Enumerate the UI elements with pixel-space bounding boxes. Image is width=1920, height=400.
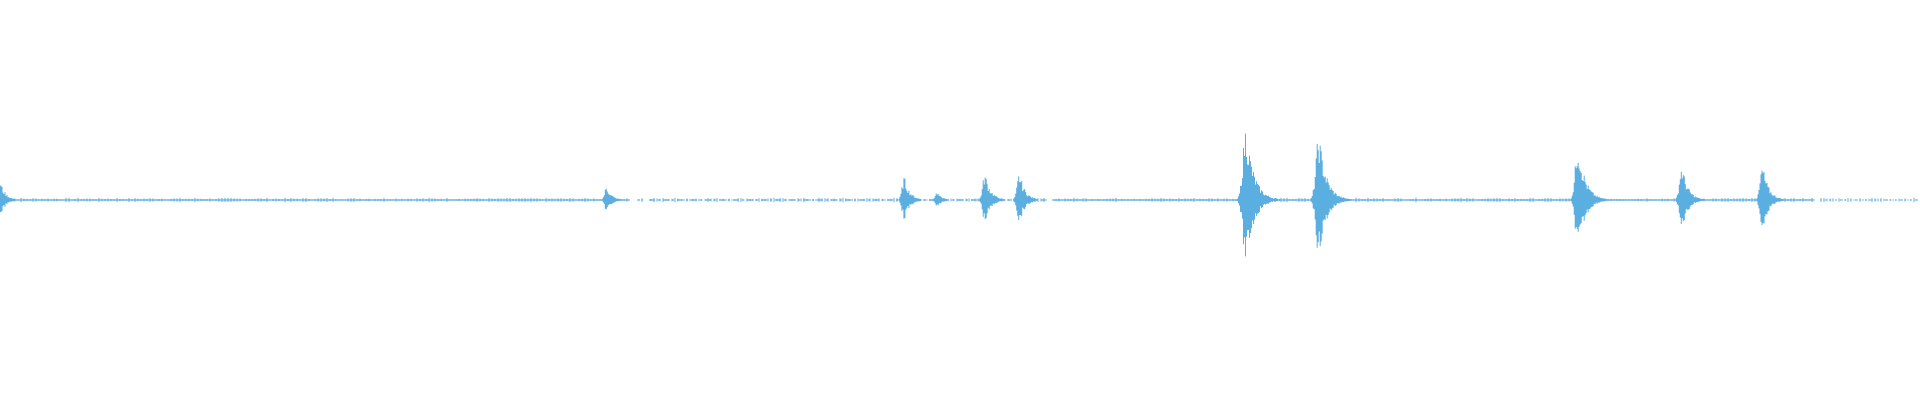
waveform-peak	[898, 178, 922, 219]
waveform-peak	[1310, 143, 1352, 248]
waveform-peak	[978, 177, 1004, 220]
waveform-peak	[932, 193, 948, 206]
waveform-peak	[0, 185, 15, 213]
waveform-peak	[1237, 133, 1280, 257]
waveform-peak	[1570, 162, 1607, 232]
waveform-peak	[1756, 170, 1786, 225]
waveform-peak	[601, 188, 620, 210]
waveform-peak	[1013, 176, 1038, 220]
waveform-peak	[1675, 171, 1705, 224]
